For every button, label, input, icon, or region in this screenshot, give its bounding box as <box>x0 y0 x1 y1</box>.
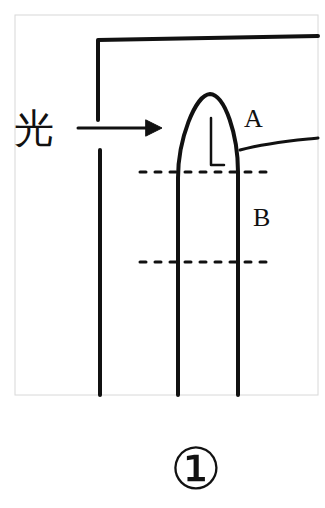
light-arrow <box>78 127 150 130</box>
arrow-head <box>146 120 162 136</box>
figure-number: ① <box>170 440 222 498</box>
tip-mark <box>211 118 224 165</box>
box-wall <box>98 150 102 395</box>
region-label: A <box>244 106 263 132</box>
sheet-line <box>240 138 318 150</box>
photo-border <box>15 15 318 395</box>
region-label: B <box>253 205 270 231</box>
dashed-line <box>140 261 268 264</box>
light-label: 光 <box>14 108 54 148</box>
dashed-line <box>140 171 268 174</box>
coleoptile-outline <box>178 94 238 395</box>
box-wall <box>98 36 318 120</box>
